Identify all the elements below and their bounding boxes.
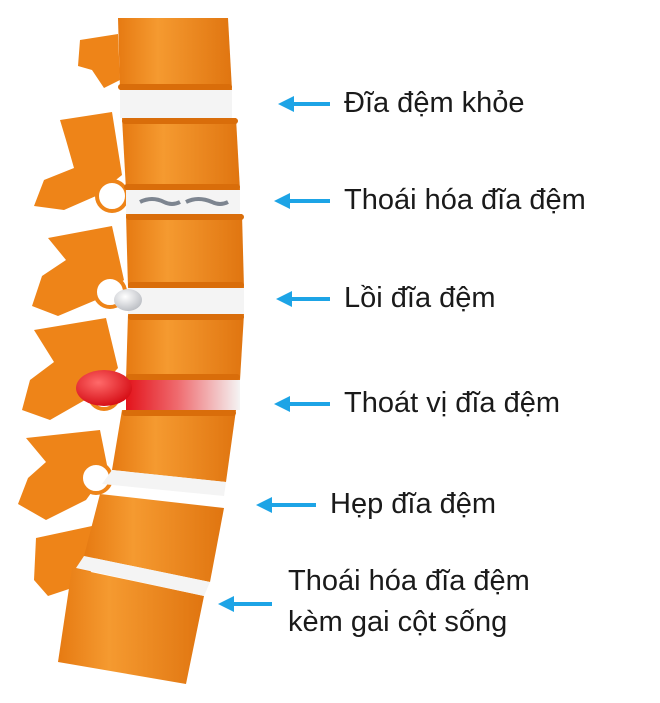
bulge <box>114 289 142 311</box>
disc-herniated <box>76 370 240 410</box>
label-herniated-disc: Thoát vị đĩa đệm <box>344 387 560 419</box>
process-4 <box>22 318 118 420</box>
arrows <box>218 96 330 612</box>
facet-joint <box>95 179 129 213</box>
vertebra-4 <box>126 314 244 380</box>
label-spur-line2: kèm gai cột sống <box>288 606 508 638</box>
label-bulging-disc: Lồi đĩa đệm <box>344 282 496 314</box>
disc-narrowed <box>102 470 226 496</box>
label-narrowed-disc: Hẹp đĩa đệm <box>330 488 497 520</box>
herniation-blob <box>76 370 132 406</box>
disc-bulging <box>114 288 244 314</box>
vertebra-2 <box>122 118 240 190</box>
vertebra-6 <box>84 494 224 582</box>
arrow-left-icon <box>256 497 316 513</box>
arrow-left-icon <box>276 291 330 307</box>
arrow-left-icon <box>274 396 330 412</box>
process-1 <box>78 34 120 88</box>
process-5 <box>18 430 108 520</box>
vertebra-7 <box>58 568 204 684</box>
discs <box>76 90 244 596</box>
label-disc-degeneration: Thoái hóa đĩa đệm <box>344 184 586 216</box>
disc-degenerated <box>126 190 240 214</box>
vertebra-5 <box>112 410 236 482</box>
vertebra-3 <box>126 214 244 288</box>
label-spur-line1: Thoái hóa đĩa đệm <box>288 565 530 597</box>
label-healthy-disc: Đĩa đệm khỏe <box>344 87 525 119</box>
disc-spur <box>76 556 210 596</box>
arrow-left-icon <box>274 193 330 209</box>
vertebral-bodies <box>58 18 244 684</box>
vertebra-rims <box>118 84 244 416</box>
vertebra-1 <box>118 18 232 90</box>
arrow-left-icon <box>278 96 330 112</box>
arrow-left-icon <box>218 596 272 612</box>
disc-healthy <box>120 90 232 118</box>
